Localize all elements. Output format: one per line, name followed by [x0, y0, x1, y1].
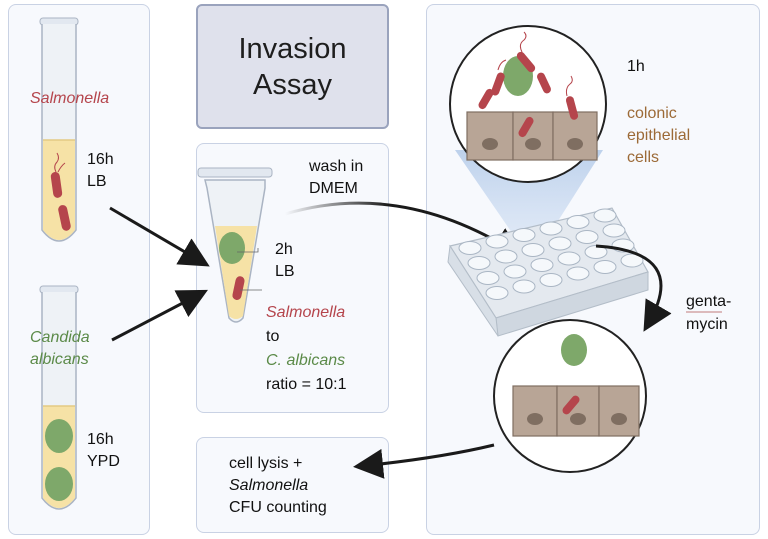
plate-well [584, 245, 608, 259]
gentamycin-label-2: mycin [686, 316, 728, 333]
plate-well [575, 230, 599, 244]
coculture-tube [197, 167, 273, 323]
salmonella-medium: LB [87, 173, 107, 190]
ratio-salmonella: Salmonella [266, 304, 346, 321]
plate-well [557, 251, 581, 266]
left-panel [8, 4, 150, 535]
readout-line-1: cell lysis + [229, 455, 303, 472]
salmonella-time: 16h [87, 151, 114, 168]
candida-label-2: albicans [30, 351, 89, 368]
plate-well [494, 249, 518, 264]
plate-well [548, 236, 572, 251]
plate-well [593, 208, 617, 223]
plate-well [467, 256, 491, 270]
plate-well [530, 258, 554, 272]
magnification-beam [455, 150, 603, 262]
lysis-arrow [353, 443, 495, 479]
plate-well [458, 241, 482, 255]
cells-label-3: cells [627, 149, 660, 166]
arrow-salmonella-to-coculture [109, 206, 210, 267]
plate-well [503, 264, 527, 279]
gentamycin-arrow [595, 244, 672, 332]
salmonella-culture-tube [39, 17, 79, 242]
readout-line-3: CFU counting [229, 499, 327, 516]
plate-well [485, 286, 509, 300]
plate-well [593, 260, 617, 274]
infection-time: 1h [627, 58, 645, 75]
plate-well [539, 221, 563, 236]
cells-label-2: epithelial [627, 127, 691, 144]
well-plate [447, 207, 649, 337]
coculture-medium: LB [275, 263, 295, 280]
candida-label-1: Candida [30, 329, 90, 346]
plate-well [485, 234, 509, 249]
coculture-time: 2h [275, 241, 293, 258]
candida-culture-tube [39, 285, 79, 510]
plate-well [539, 273, 563, 287]
gentamycin-label-1: genta- [686, 293, 732, 310]
ratio-value: ratio = 10:1 [266, 376, 347, 393]
cells-label-1: colonic [627, 105, 677, 122]
readout-line-2: Salmonella [229, 477, 309, 494]
plate-well [602, 223, 626, 238]
ratio-to: to [266, 328, 280, 345]
plate-well [566, 266, 590, 281]
plate-well [620, 253, 644, 268]
arrow-candida-to-coculture [111, 289, 208, 342]
plate-well [512, 228, 536, 242]
title-line-2: Assay [253, 68, 332, 101]
candida-time: 16h [87, 431, 114, 448]
page-title: Invasion Assay [196, 4, 389, 129]
plate-well [521, 243, 545, 257]
ratio-candida: C. albicans [266, 352, 346, 369]
plate-well [512, 279, 536, 294]
plate-well [476, 271, 500, 285]
title-line-1: Invasion [238, 32, 347, 65]
candida-medium: YPD [87, 453, 120, 470]
wash-arrow [284, 201, 523, 257]
gentamycin-magnified-view [493, 319, 647, 473]
salmonella-label: Salmonella [30, 90, 110, 107]
infection-magnified-view [449, 25, 607, 183]
plate-well [566, 215, 590, 229]
wash-label-1: wash in [309, 158, 364, 175]
wash-label-2: DMEM [309, 180, 358, 197]
